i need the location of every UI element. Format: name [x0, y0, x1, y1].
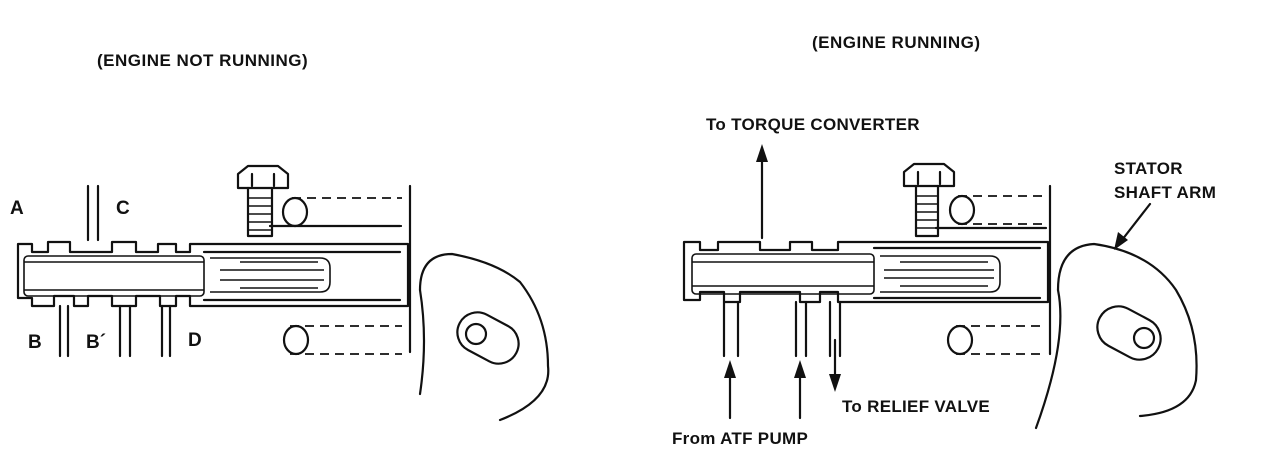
label-a: A	[10, 198, 24, 219]
bolt-head-right	[902, 162, 956, 188]
sleeve-left	[202, 250, 402, 302]
label-shaft-arm: SHAFT ARM	[1114, 183, 1216, 202]
bolt-thread-right	[916, 195, 938, 229]
port-c-passage	[86, 184, 100, 242]
arrow-torque-converter-head	[756, 144, 768, 162]
label-to-torque-converter: To TORQUE CONVERTER	[706, 115, 920, 134]
lower-ports-right	[722, 300, 842, 358]
label-b-prime: B´	[86, 332, 106, 353]
cylinder-end-bottom-right	[946, 324, 974, 356]
stator-arm-inner-left	[418, 288, 426, 396]
stator-arm-inner-right	[1034, 288, 1062, 430]
right-panel: (ENGINE RUNNING) To TORQUE CONVERTER	[672, 33, 1216, 448]
bolt-thread-left	[248, 197, 272, 231]
right-panel-title: (ENGINE RUNNING)	[812, 33, 981, 52]
spool-left	[23, 255, 205, 297]
label-b: B	[28, 332, 42, 353]
stator-leader-line	[1120, 202, 1152, 242]
arrow-atf-pump-1-head	[724, 360, 736, 378]
lower-ports-left	[58, 304, 172, 358]
spool-right	[691, 253, 875, 295]
bolt-head-left	[236, 164, 290, 190]
arm-slot-left	[456, 311, 520, 365]
arm-pin-left	[464, 322, 488, 346]
valve-body-right	[682, 240, 1050, 304]
spool-lands-left	[24, 261, 204, 291]
cylinder-end-top-right	[948, 194, 976, 226]
spring-coils-right	[884, 261, 994, 287]
sleeve-right	[872, 246, 1042, 300]
stator-leader-head	[1114, 232, 1128, 250]
left-panel: (ENGINE NOT RUNNING) A C	[10, 51, 550, 422]
spring-coils-left	[220, 261, 324, 289]
stator-cylinder-bottom-right	[956, 325, 1046, 355]
arrow-relief-head	[829, 374, 841, 392]
stator-cylinder-bottom-left	[290, 325, 402, 355]
bolt-head-facets-left	[250, 172, 276, 188]
spool-lands-right	[692, 261, 874, 287]
left-panel-title: (ENGINE NOT RUNNING)	[97, 51, 308, 70]
stator-arm-outer-left	[418, 252, 550, 422]
stator-cylinder-top-left	[292, 197, 402, 227]
label-from-atf-pump: From ATF PUMP	[672, 429, 808, 448]
spring-guide-right	[880, 255, 1001, 293]
label-to-relief-valve: To RELIEF VALVE	[842, 397, 990, 416]
bolt-shank-left	[246, 186, 274, 238]
cylinder-end-top-left	[281, 196, 309, 228]
cylinder-end-bottom-left	[282, 324, 310, 356]
arm-slot-right	[1096, 305, 1162, 361]
spring-guide-left	[210, 257, 331, 293]
stator-arm-outer-right	[1056, 242, 1198, 418]
arm-pin-right	[1132, 326, 1156, 350]
label-c: C	[116, 198, 130, 219]
bolt-shank-right	[914, 184, 940, 238]
valve-body-left	[16, 240, 410, 308]
bracket-right	[934, 184, 1052, 356]
arrow-atf-pump-2-head	[794, 360, 806, 378]
label-stator: STATOR	[1114, 159, 1183, 178]
bolt-head-facets-right	[916, 170, 942, 186]
label-d: D	[188, 330, 202, 351]
